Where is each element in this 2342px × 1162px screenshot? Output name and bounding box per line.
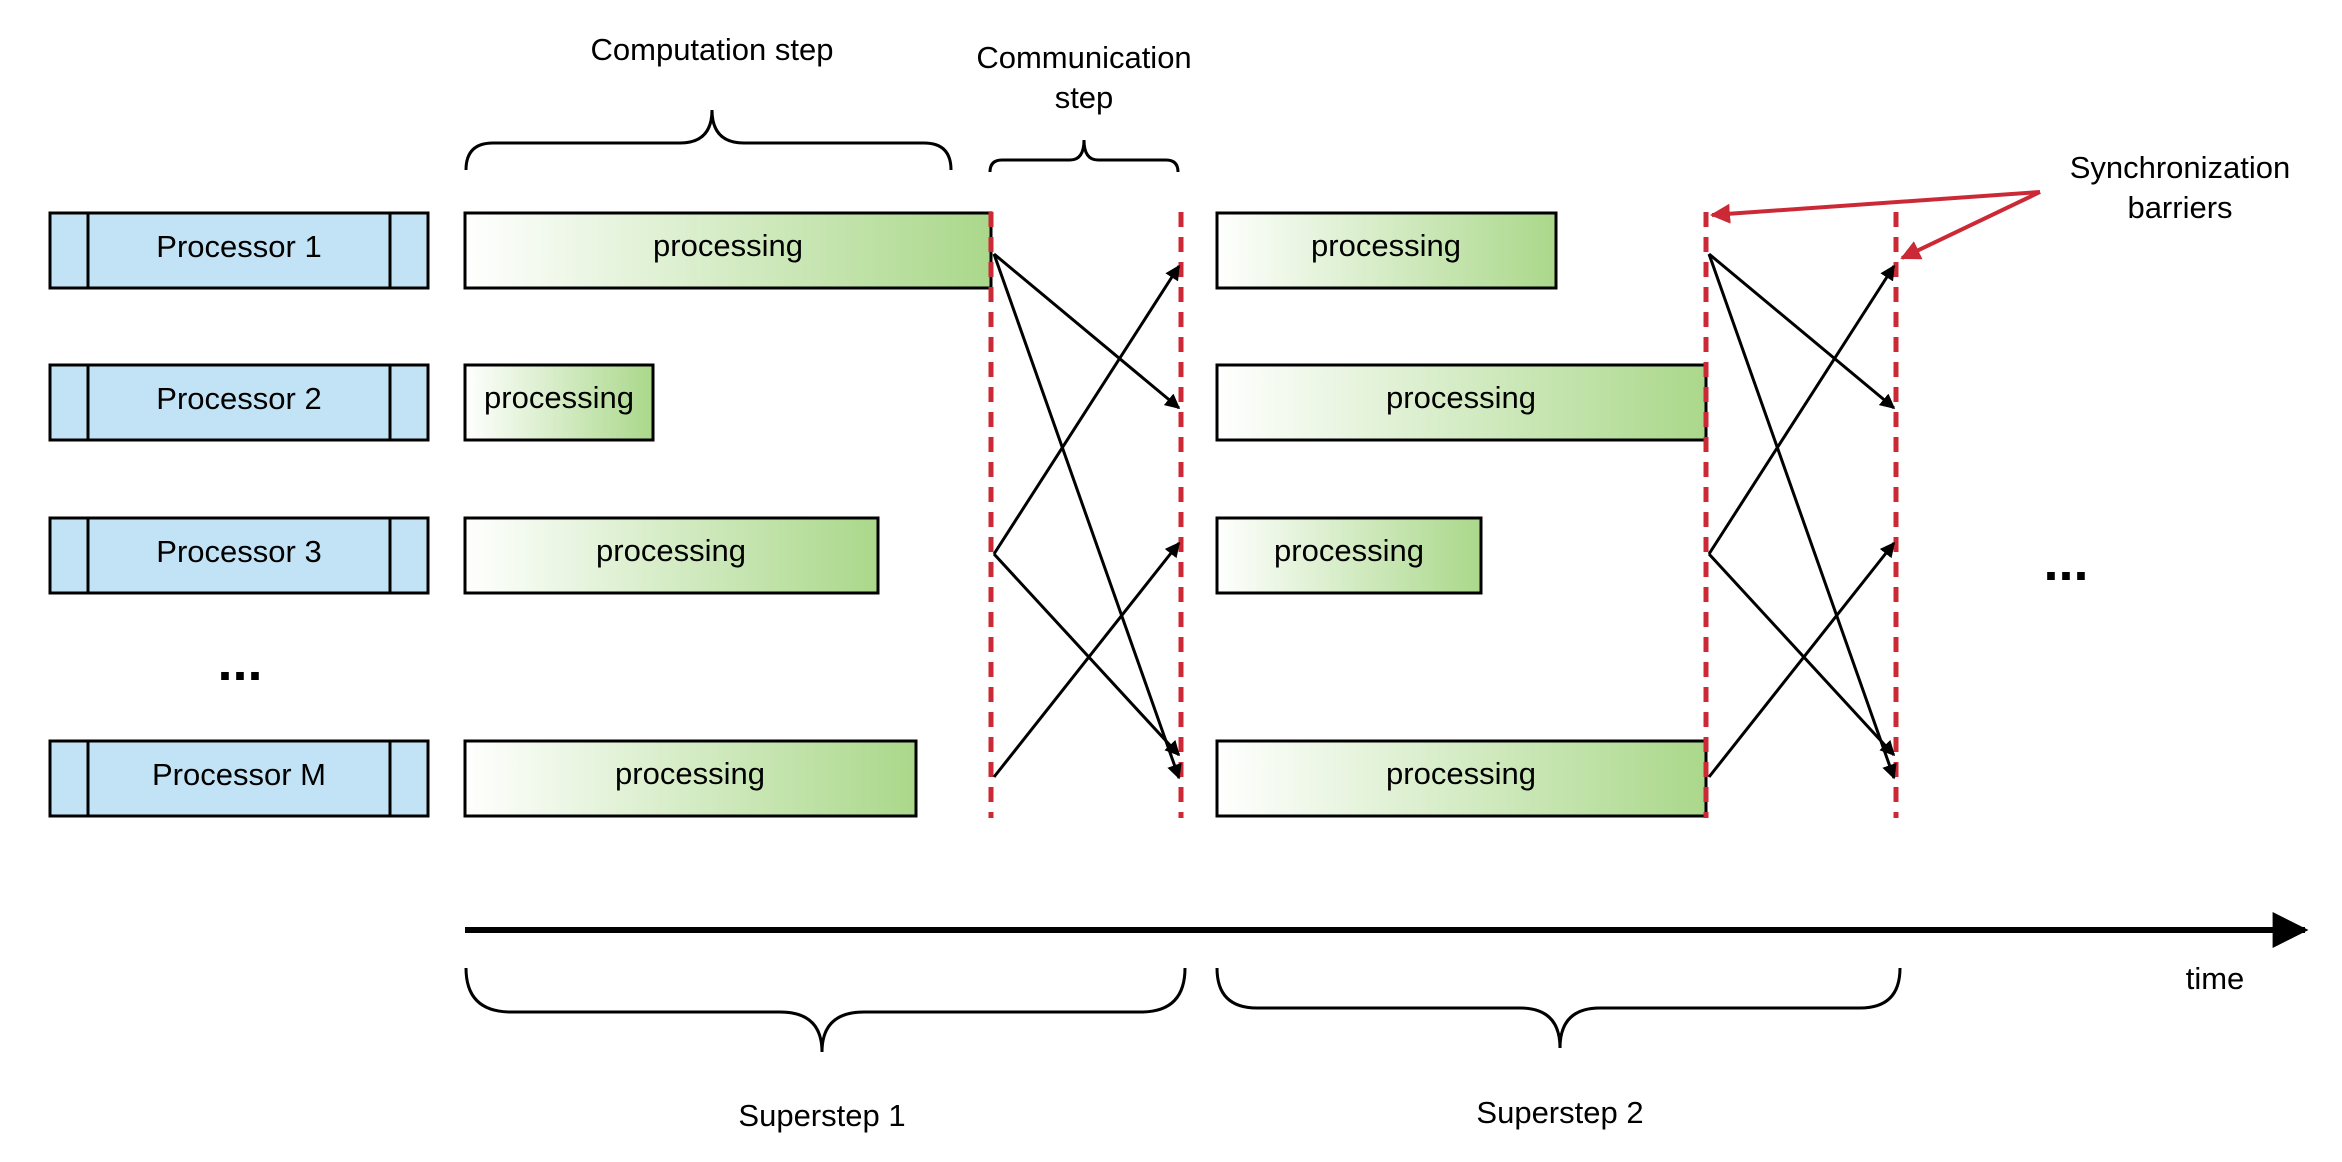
s1-processing-1: processing xyxy=(463,211,993,290)
arrow xyxy=(1707,253,1897,780)
superstep-2-brace xyxy=(1215,967,1902,1049)
computation-step-brace xyxy=(464,109,953,171)
communication-step-label-2: step xyxy=(1055,80,1114,115)
processor-3-label: Processor 3 xyxy=(156,534,321,569)
processor-2: Processor 2 xyxy=(48,363,430,442)
superstep-1-label: Superstep 1 xyxy=(738,1098,905,1133)
processor-m-label: Processor M xyxy=(152,757,326,792)
s2-processing-2: processing xyxy=(1215,363,1708,442)
arrow xyxy=(1707,264,1896,555)
s2-processing-3-label: processing xyxy=(1274,533,1424,568)
arrow xyxy=(993,252,1181,410)
arrow xyxy=(992,541,1181,778)
processor-2-label: Processor 2 xyxy=(156,381,321,416)
s1-processing-3-label: processing xyxy=(596,533,746,568)
s1-processing-2: processing xyxy=(463,363,655,442)
s2-processing-m: processing xyxy=(1215,739,1708,818)
s1-processing-m-label: processing xyxy=(615,756,765,791)
s2-processing-1-label: processing xyxy=(1311,228,1461,263)
communication-step-label-1: Communication xyxy=(976,40,1191,75)
sync-barriers xyxy=(988,212,1899,818)
arrow xyxy=(992,253,1182,780)
s1-processing-m: processing xyxy=(463,739,918,818)
s1-processing-2-label: processing xyxy=(484,380,634,415)
s1-processing-3: processing xyxy=(463,516,880,595)
s1-communication-arrows xyxy=(992,252,1182,780)
arrow xyxy=(992,552,1181,757)
s2-communication-arrows xyxy=(1707,252,1897,780)
s1-processing-1-label: processing xyxy=(653,228,803,263)
processor-3: Processor 3 xyxy=(48,516,430,595)
s2-processing-2-label: processing xyxy=(1386,380,1536,415)
arrow xyxy=(992,264,1181,555)
sync-barriers-label-2: barriers xyxy=(2127,190,2232,225)
left-ellipsis: ... xyxy=(217,632,262,692)
superstep-2-label: Superstep 2 xyxy=(1476,1095,1643,1130)
sync-barriers-label-1: Synchronization xyxy=(2070,150,2291,185)
sync-pointer-arrows xyxy=(1710,190,2041,260)
time-label: time xyxy=(2186,961,2245,996)
arrow xyxy=(1707,552,1896,757)
s2-processing-m-label: processing xyxy=(1386,756,1536,791)
processor-1-label: Processor 1 xyxy=(156,229,321,264)
processor-m: Processor M xyxy=(48,739,430,818)
s2-processing-3: processing xyxy=(1215,516,1483,595)
processor-1: Processor 1 xyxy=(48,211,430,290)
computation-step-label: Computation step xyxy=(591,32,834,67)
s2-processing-1: processing xyxy=(1215,211,1558,290)
right-ellipsis: ... xyxy=(2043,532,2088,592)
communication-step-brace xyxy=(988,139,1180,173)
arrow xyxy=(1707,541,1896,778)
arrow xyxy=(1708,252,1896,410)
superstep-1-brace xyxy=(464,967,1187,1053)
